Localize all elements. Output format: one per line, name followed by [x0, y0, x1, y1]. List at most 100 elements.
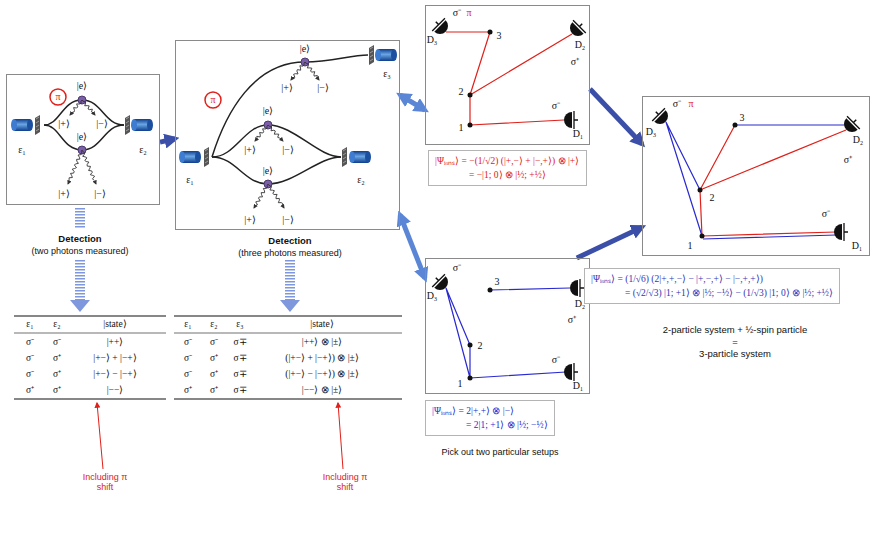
table-cell: ε₂: [53, 319, 60, 330]
symbol-label: |e⟩: [263, 166, 273, 176]
symbol-label: π: [210, 95, 215, 105]
symbol-label: D₁: [573, 129, 584, 139]
symbol-label: D₂: [853, 135, 864, 145]
detection-title: Detection: [268, 236, 311, 247]
symbol-label: 2: [710, 193, 715, 203]
setup-panel: D₃σ⁻π3D₂σ⁺21σ⁻D₁: [642, 96, 870, 256]
symbol-label: |−⟩: [282, 145, 294, 155]
symbol-label: 3: [740, 113, 745, 123]
red-detection-geometry: [446, 32, 572, 125]
symbol-label: 1: [688, 241, 693, 251]
symbol-label: ε₃: [383, 69, 391, 79]
symbol-label: |−⟩: [96, 119, 108, 129]
formula-line: |Ψᵢₒₙₛ⟩ = −(1/√2) (|+,−⟩ + |−,+⟩) ⊗ |+⟩: [435, 154, 580, 168]
symbol-label: |+⟩: [244, 145, 256, 155]
symbol-label: D₁: [573, 381, 584, 391]
symbol-label: π: [466, 8, 471, 18]
symbol-label: ε₁: [18, 145, 26, 155]
symbol-label: 2: [459, 87, 464, 97]
decay-wave: [268, 184, 284, 208]
note-text: (three photons measured): [238, 248, 342, 258]
symbol-label: σ⁻: [552, 355, 560, 365]
table-cell: (|+−⟩ + |−+⟩) ⊗ |±⟩: [285, 353, 359, 364]
symbol-label: σ⁻: [552, 101, 560, 111]
detection-arrowhead: [70, 300, 300, 312]
blue-detection-geometry: [446, 288, 570, 378]
setup-panel: ε₁ ε₂ π |e⟩ |e⟩ |+⟩ |−⟩ |+⟩ |−⟩: [6, 74, 160, 205]
decay-wave: [82, 100, 95, 115]
detectors: [649, 105, 862, 241]
two-ion-setup: [11, 89, 153, 154]
table-cell: |state⟩: [103, 319, 126, 330]
symbol-label: D₁: [852, 241, 863, 251]
decay-wave: [82, 150, 96, 184]
symbol-label: σ⁻: [453, 263, 461, 273]
symbol-label: ε₁: [186, 175, 194, 185]
formula-box: |Ψᵢₒₙₛ⟩ = −(1/√2) (|+,−⟩ + |−,+⟩) ⊗ |+⟩=…: [428, 150, 587, 186]
symbol-label: σ⁺: [844, 155, 852, 165]
decay-wave: [254, 184, 268, 208]
table-cell: σ⁺: [26, 385, 34, 396]
symbol-label: σ⁻: [673, 99, 681, 109]
symbol-label: σ⁻: [822, 209, 830, 219]
symbol-label: |e⟩: [77, 132, 87, 142]
note-text: (two photons measured): [31, 246, 128, 256]
flow-arrow: [590, 89, 642, 144]
table-cell: σ⁻: [53, 337, 61, 348]
symbol-label: |−⟩: [282, 215, 294, 225]
table-cell: σ⁺: [184, 385, 192, 396]
formula-box: |Ψᵢₒₙₛ⟩ = 2|+,+⟩ ⊗ |−⟩= 2|1; +1⟩ ⊗ |½; −…: [425, 400, 555, 436]
table-cell: σ⁻: [26, 337, 34, 348]
formula-box: |Ψᵢₒₙₛ⟩ = (1/√6) (2|+,+,−⟩ − |+,−,+⟩ − |…: [584, 268, 840, 304]
symbol-label: σ⁺: [568, 315, 576, 325]
table-cell: |++⟩ ⊗ |±⟩: [302, 337, 342, 348]
formula-line: |Ψᵢₒₙₛ⟩ = (1/√6) (2|+,+,−⟩ − |+,−,+⟩ − |…: [591, 272, 833, 286]
table-cell: σ⁺: [53, 353, 61, 364]
table-cell: σ⁺: [210, 385, 218, 396]
table-cell: |−−⟩ ⊗ |±⟩: [302, 385, 342, 396]
table-cell: σ⁻: [210, 337, 218, 348]
note-text: =: [732, 337, 738, 348]
symbol-label: |+⟩: [244, 215, 256, 225]
table-cell: σ⁻: [184, 369, 192, 380]
decay-wave: [68, 62, 319, 208]
table-cell: ε₃: [236, 319, 243, 330]
symbol-label: 2: [478, 341, 483, 351]
symbol-label: ε₂: [357, 175, 365, 185]
flow-arrow: [400, 215, 425, 279]
symbol-label: ε₂: [139, 145, 147, 155]
table-cell: |+−⟩ + |−+⟩: [93, 353, 136, 364]
symbol-label: |+⟩: [58, 119, 70, 129]
note-text: Pick out two particular setups: [441, 447, 558, 457]
pi-shift-note: Including π shift: [316, 472, 374, 493]
table-cell: σ⁻: [26, 353, 34, 364]
symbol-label: |+⟩: [58, 189, 70, 199]
symbol-label: D₃: [427, 291, 438, 301]
table-cell: σ⁺: [53, 369, 61, 380]
symbol-label: |e⟩: [77, 81, 87, 91]
symbol-label: 1: [458, 379, 463, 389]
pointer-arrow: [97, 403, 343, 469]
symbol-label: |−⟩: [317, 83, 329, 93]
table-cell: σ⁻: [184, 337, 192, 348]
symbol-label: |−⟩: [94, 189, 106, 199]
table-cell: |+−⟩ − |−+⟩: [93, 369, 136, 380]
symbol-label: 1: [459, 123, 464, 133]
flow-arrow: [160, 139, 175, 142]
formula-line: = 2|1; +1⟩ ⊗ |½; −½⟩: [432, 418, 548, 432]
table-cell: |state⟩: [310, 319, 333, 330]
symbol-label: σ⁻: [453, 8, 461, 18]
table-cell: σ⁺: [210, 369, 218, 380]
table-cell: σ∓: [233, 337, 246, 348]
symbol-label: π: [688, 99, 693, 109]
formula-line: = (√2/√3) |1; +1⟩ ⊗ |½; −½⟩ − (1/√3) |1;…: [591, 286, 833, 300]
formula-line: = −|1; 0⟩ ⊗ |½; +½⟩: [435, 168, 580, 182]
note-text: 3-particle system: [699, 349, 771, 360]
symbol-label: |e⟩: [263, 106, 273, 116]
detectors: [429, 271, 584, 381]
table-cell: σ∓: [233, 385, 246, 396]
symbol-label: π: [55, 92, 60, 102]
table-cell: ε₂: [210, 319, 217, 330]
flow-arrow: [577, 227, 642, 258]
table-cell: ε₁: [184, 319, 191, 330]
